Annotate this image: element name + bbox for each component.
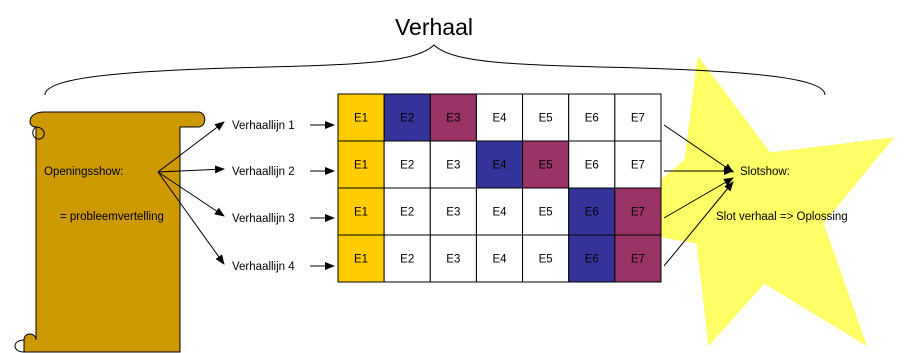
- episode-cell: [475, 234, 524, 283]
- episode-label: E2: [400, 254, 414, 266]
- episode-cell: [568, 187, 616, 236]
- episode-label: E6: [585, 160, 599, 172]
- episode-label: E1: [354, 207, 368, 219]
- storyline-label: Verhaallijn 3: [232, 213, 295, 225]
- episode-label: E5: [539, 207, 553, 219]
- episode-cell: [429, 140, 477, 189]
- episode-label: E4: [492, 160, 507, 172]
- diagram-title: Verhaal: [395, 14, 473, 40]
- episode-label: E2: [400, 160, 414, 172]
- episode-label: E3: [446, 160, 460, 172]
- episode-label: E7: [631, 254, 645, 266]
- episode-label: E1: [354, 160, 368, 172]
- closing-arrows: [663, 124, 734, 267]
- episode-cell: [383, 93, 431, 142]
- episode-cell: [383, 187, 431, 236]
- storyline-arrows: [310, 121, 335, 270]
- closing-label: Slotshow:: [740, 166, 790, 178]
- episode-label: E3: [446, 254, 460, 266]
- episode-cell: [383, 140, 431, 189]
- episode-cell: [337, 93, 385, 142]
- episode-cell: [337, 187, 385, 236]
- episode-label: E2: [400, 207, 414, 219]
- episode-label: E1: [354, 254, 368, 266]
- episode-label: E1: [354, 113, 368, 125]
- opening-description: = probleemvertelling: [60, 211, 164, 223]
- episode-label: E3: [446, 113, 460, 125]
- episode-label: E5: [539, 160, 553, 172]
- episode-label: E7: [631, 160, 645, 172]
- episode-cell: [475, 187, 524, 236]
- episode-label: E6: [585, 207, 599, 219]
- episode-label: E6: [585, 254, 599, 266]
- episode-label: E4: [492, 207, 507, 219]
- episode-cell: [522, 140, 570, 189]
- episode-label: E2: [400, 113, 414, 125]
- opening-label: Openingsshow:: [44, 166, 123, 178]
- storyline-labels: Verhaallijn 1 Verhaallijn 2 Verhaallijn …: [232, 120, 295, 273]
- episode-cell: [475, 93, 524, 142]
- episode-label: E4: [492, 254, 507, 266]
- storyline-label: Verhaallijn 2: [232, 166, 295, 178]
- storyline-label: Verhaallijn 1: [232, 120, 295, 132]
- episode-cell: [522, 187, 570, 236]
- episode-cell: [522, 93, 570, 142]
- opening-scroll: [14, 111, 206, 353]
- episode-cell: [429, 234, 477, 283]
- episode-label: E7: [631, 113, 645, 125]
- episode-label: E5: [539, 113, 553, 125]
- episode-cell: [337, 234, 385, 283]
- episode-label: E4: [492, 113, 507, 125]
- opening-arrows: [157, 121, 225, 265]
- storyline-label: Verhaallijn 4: [232, 261, 295, 273]
- episode-label: E5: [539, 254, 553, 266]
- episode-cell: [614, 187, 662, 236]
- episode-cell: [614, 234, 662, 283]
- episode-label: E6: [585, 113, 599, 125]
- closing-description: Slot verhaal => Oplossing: [716, 211, 848, 223]
- episode-cell: [568, 140, 616, 189]
- episode-label: E7: [631, 207, 645, 219]
- title-brace: [44, 44, 826, 96]
- episode-label: E3: [446, 207, 460, 219]
- episode-cell: [614, 140, 662, 189]
